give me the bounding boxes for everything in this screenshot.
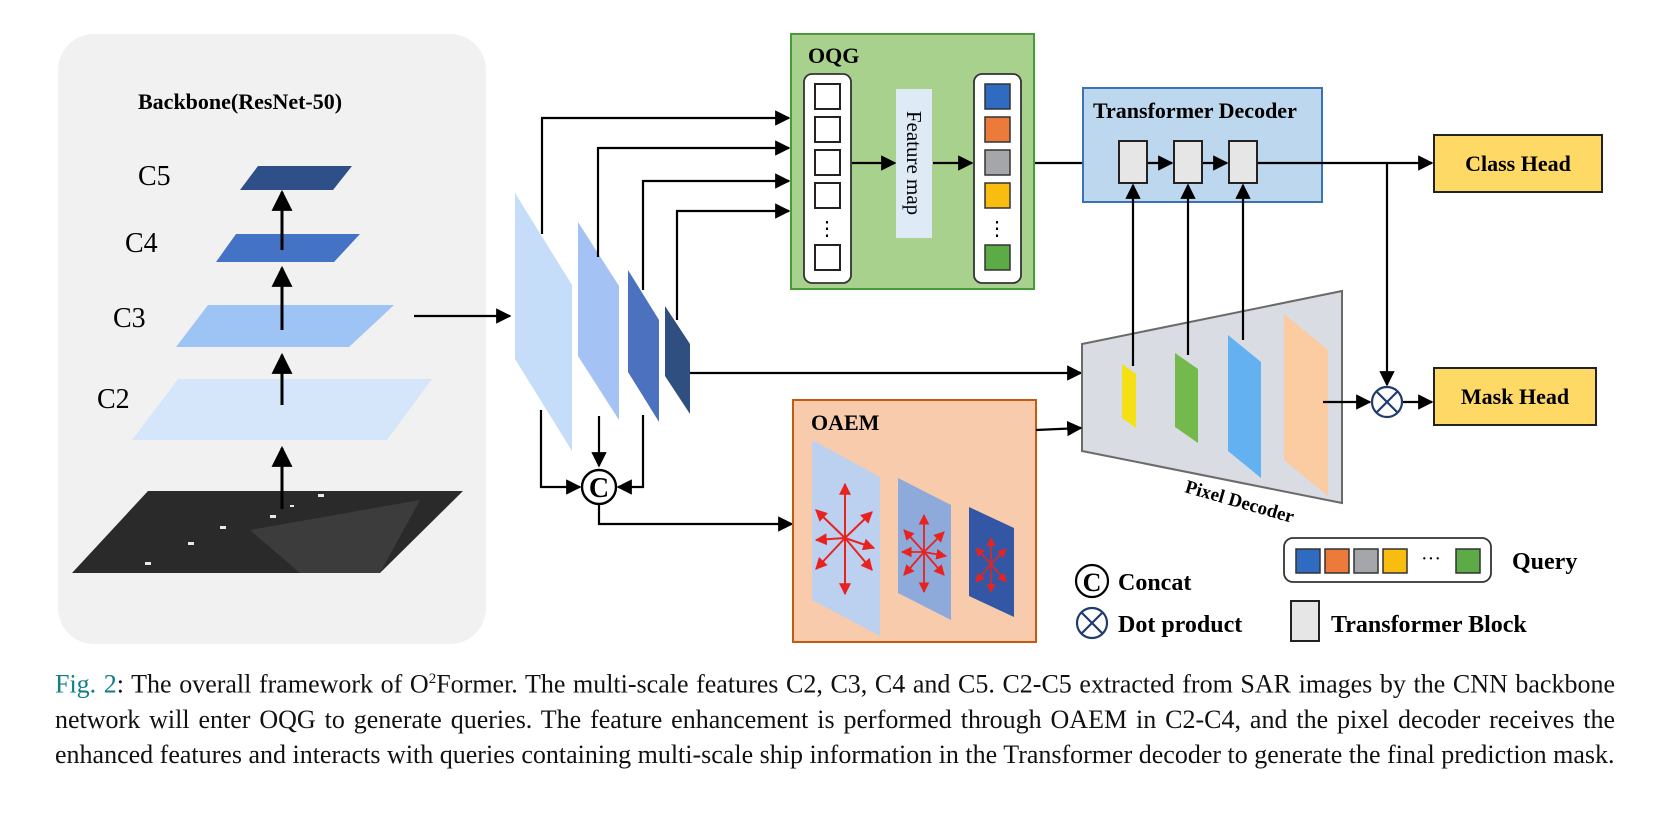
concat-node: C [580, 468, 618, 506]
svg-text:···: ··· [1421, 548, 1441, 570]
svg-text:⋮: ⋮ [987, 218, 1007, 240]
svg-text:Dot product: Dot product [1118, 612, 1242, 638]
oqg-title: OQG [808, 43, 859, 68]
transformer-blocks [1118, 140, 1258, 184]
diagram-canvas: Backbone(ResNet-50) C5 C4 C3 C2 [58, 33, 1603, 644]
legend-query-square [1324, 548, 1350, 574]
caption-superscript: 2 [428, 671, 437, 687]
svg-text:Class Head: Class Head [1465, 151, 1571, 176]
figure-caption: Fig. 2: The overall framework of O2Forme… [55, 662, 1615, 772]
c4-label: C4 [125, 228, 158, 259]
pyramid-to-oqg-arrows [539, 110, 1083, 532]
pyramid-c2 [515, 193, 572, 451]
pyramid-c4 [628, 270, 659, 422]
figure-label: Fig. 2 [55, 669, 117, 699]
query-square [984, 149, 1011, 176]
query-square [984, 83, 1011, 110]
feature-map-label: Feature map [902, 111, 926, 215]
oaem-arrows-small [975, 537, 1007, 593]
oaem-module: OAEM [792, 399, 1037, 643]
pyramid-c3 [578, 222, 619, 420]
legend-dot-product: Dot product [1075, 606, 1242, 640]
sar-image [72, 491, 463, 573]
legend-query: ··· Query [1283, 537, 1577, 583]
c2-label: C2 [97, 384, 130, 415]
class-head: Class Head [1433, 134, 1603, 193]
transformer-decoder: Transformer Decoder [1082, 87, 1323, 203]
legend-transformer-block: Transformer Block [1290, 600, 1527, 642]
dot-product-node [1370, 385, 1404, 419]
legend-query-square [1455, 548, 1481, 574]
caption-text-2: Former. The multi-scale features C2, C3,… [55, 669, 1615, 769]
legend: C Concat Dot product ··· Query Transform… [1074, 537, 1577, 642]
c5-label: C5 [138, 161, 171, 192]
legend-query-square [1295, 548, 1321, 574]
c3-label: C3 [113, 303, 146, 334]
c4-plane [216, 234, 360, 262]
generated-queries [984, 83, 1011, 271]
c2-plane [132, 379, 432, 440]
legend-query-square [1353, 548, 1379, 574]
legend-concat: C Concat [1074, 563, 1191, 599]
backbone-title: Backbone(ResNet-50) [138, 89, 342, 114]
svg-text:C: C [589, 473, 609, 504]
caption-text-1: : The overall framework of O [116, 669, 429, 699]
pixel-decoder: Pixel Decoder [1081, 289, 1343, 528]
oaem-arrows-large [814, 482, 876, 596]
svg-text:Concat: Concat [1118, 570, 1191, 596]
svg-text:Query: Query [1512, 549, 1577, 575]
query-square [984, 244, 1011, 271]
pyramid-c5 [665, 306, 690, 414]
oqg-module: OQG ⋮ Feature map ⋮ [790, 33, 1035, 290]
svg-text:Mask Head: Mask Head [1461, 384, 1569, 409]
svg-text:Transformer Block: Transformer Block [1331, 612, 1527, 638]
empty-queries [814, 83, 841, 271]
backbone-panel: Backbone(ResNet-50) C5 C4 C3 C2 [58, 34, 486, 644]
c3-plane [176, 305, 394, 347]
mask-head: Mask Head [1433, 367, 1597, 426]
svg-text:C: C [1083, 568, 1102, 597]
multiscale-features [515, 193, 690, 451]
oaem-arrows-medium [900, 513, 948, 594]
transformer-decoder-title: Transformer Decoder [1093, 98, 1297, 123]
legend-query-square [1382, 548, 1408, 574]
pixel-to-decoder-arrows [1125, 183, 1251, 366]
c5-plane [240, 166, 352, 190]
query-square [984, 116, 1011, 143]
svg-text:⋮: ⋮ [817, 218, 837, 240]
oaem-title: OAEM [811, 410, 880, 435]
query-square [984, 182, 1011, 209]
